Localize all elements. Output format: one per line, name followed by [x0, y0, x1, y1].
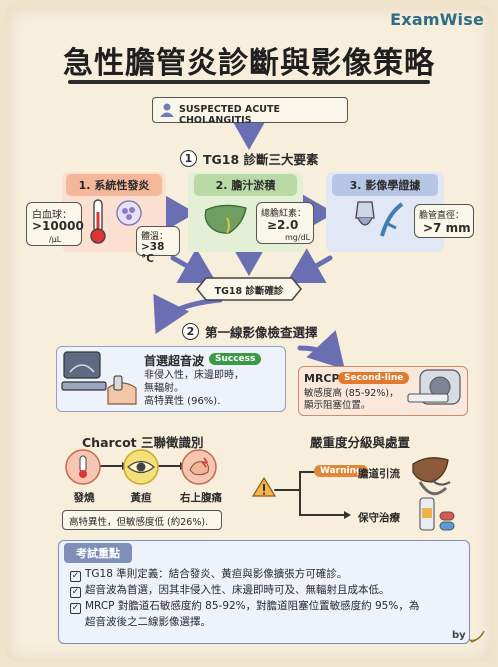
- charcot-note: 高特異性，但敏感度低 (約26%).: [69, 517, 209, 528]
- duct-diameter-value: >7 mm: [423, 221, 471, 235]
- ultrasound-description: 非侵入性，床邊即時， 無輻射。 高特異性 (96%).: [144, 369, 244, 408]
- mrcp-description: 敏感度高 (85-92%)， 顯示阻塞位置。: [304, 388, 399, 412]
- charcot-note-box: 高特異性，但敏感度低 (約26%).: [62, 510, 222, 530]
- thermometer-icon: [90, 199, 106, 244]
- wbc-label: 白血球：: [32, 210, 72, 221]
- bilirubin-label: 總膽紅素：: [261, 209, 307, 219]
- ultrasound-line-2: 無輻射。: [144, 383, 184, 394]
- criterion-cholestasis-header: 2. 膽汁淤積: [194, 174, 297, 196]
- title-underline: [68, 80, 430, 84]
- duct-diameter-box: 膽管直徑： >7 mm: [414, 204, 474, 238]
- second-line-badge: Second-line: [338, 372, 410, 384]
- bilirubin-value: ≥2.0: [267, 218, 299, 232]
- brand-logo: ExamWise: [390, 10, 484, 29]
- ultrasound-line-3: 高特異性 (96%).: [144, 396, 221, 407]
- ultrasound-probe-icon: [355, 201, 404, 237]
- diagnosis-label: TG18 診斷確診: [214, 286, 284, 297]
- diagnosis-hexagon: [196, 277, 302, 301]
- duct-diameter-label: 膽管直徑：: [419, 211, 465, 221]
- checkbox-icon: ✓: [70, 602, 81, 614]
- criterion-imaging-header: 3. 影像學證據: [332, 174, 438, 196]
- key-point-3-text: MRCP 對膽道石敏感度約 85-92%，對膽道阻塞位置敏感度約 95%，為: [85, 600, 420, 612]
- mrcp-line-1: 敏感度高 (85-92%)，: [304, 388, 399, 399]
- ultrasound-machine-icon: [61, 351, 137, 405]
- charcot-title: Charcot 三聯徵識別: [82, 435, 204, 450]
- drainage-label: 膽道引流: [358, 468, 400, 480]
- charcot-fever-label: 發燒: [73, 492, 95, 504]
- jaundice-eye-icon: [123, 449, 159, 485]
- biliary-drain-icon: [412, 457, 451, 486]
- white-blood-cell-icon: [116, 200, 142, 226]
- charcot-jaundice-label: 黃疸: [130, 492, 152, 504]
- checkbox-icon: ✓: [70, 570, 81, 582]
- banana-icon: [468, 630, 485, 643]
- ultrasound-title: 首選超音波: [144, 354, 205, 368]
- key-point-1-text: TG18 準則定義：結合發炎、黃疸與影像擴張方可確診。: [85, 568, 348, 580]
- key-point-3: ✓ MRCP 對膽道石敏感度約 85-92%，對膽道阻塞位置敏感度約 95%，為: [70, 598, 466, 614]
- temp-label: 體溫：: [141, 232, 169, 242]
- start-box: SUSPECTED ACUTE CHOLANGITIS: [152, 97, 348, 126]
- temp-box: 體溫： >38 °C: [136, 226, 180, 265]
- mri-scanner-icon: [407, 369, 461, 405]
- fever-icon: [65, 449, 101, 485]
- abdominal-pain-icon: [181, 449, 217, 485]
- key-point-2-text: 超音波為首選，因其非侵入性、床邊即時可及、無輻射且成本低。: [85, 584, 390, 596]
- step1-heading: 1 TG18 診斷三大要素: [180, 149, 319, 168]
- criterion-inflammation-header: 1. 系統性發炎: [66, 174, 162, 196]
- page-title: 急性膽管炎診斷與影像策略: [63, 46, 435, 81]
- signature: by: [452, 630, 466, 641]
- conservative-label: 保守治療: [358, 512, 400, 524]
- step2-number: 2: [182, 323, 199, 340]
- mrcp-title: MRCP: [304, 372, 340, 385]
- temp-value: >38 °C: [141, 241, 165, 265]
- mrcp-line-2: 顯示阻塞位置。: [304, 400, 371, 411]
- step2-heading: 2 第一線影像檢查選擇: [182, 322, 318, 341]
- step2-label: 第一線影像檢查選擇: [205, 325, 318, 340]
- liver-icon: [204, 204, 247, 234]
- key-point-3-continued: 超音波後之二線影像選擇。: [85, 616, 211, 628]
- key-points-list: ✓ TG18 準則定義：結合發炎、黃疸與影像擴張方可確診。 ✓ 超音波為首選，因其非…: [70, 566, 466, 630]
- checkbox-icon: ✓: [70, 586, 81, 598]
- wbc-unit: /µL: [49, 235, 62, 244]
- severity-title: 嚴重度分級與處置: [310, 435, 411, 450]
- ultrasound-line-1: 非侵入性，床邊即時，: [144, 370, 244, 381]
- drain-tube-icon: [418, 481, 448, 496]
- patient-icon: [160, 103, 174, 117]
- step1-number: 1: [180, 150, 197, 167]
- success-badge: Success: [209, 353, 262, 365]
- key-point-1: ✓ TG18 準則定義：結合發炎、黃疸與影像擴張方可確診。: [70, 566, 466, 582]
- bilirubin-box: 總膽紅素： ≥2.0 mg/dL: [256, 202, 314, 244]
- key-point-2: ✓ 超音波為首選，因其非侵入性、床邊即時可及、無輻射且成本低。: [70, 582, 466, 598]
- warning-badge: Warning: [314, 465, 369, 477]
- wbc-value: >10000: [32, 219, 84, 233]
- start-label: SUSPECTED ACUTE CHOLANGITIS: [179, 104, 280, 126]
- step1-label: TG18 診斷三大要素: [203, 152, 319, 167]
- charcot-ruq-pain-label: 右上腹痛: [180, 492, 222, 504]
- warning-icon: [252, 476, 276, 497]
- bilirubin-unit: mg/dL: [285, 233, 311, 242]
- medication-icon: [419, 497, 455, 531]
- wbc-box: 白血球： >10000 /µL: [26, 202, 84, 246]
- key-points-title: 考試重點: [64, 543, 132, 563]
